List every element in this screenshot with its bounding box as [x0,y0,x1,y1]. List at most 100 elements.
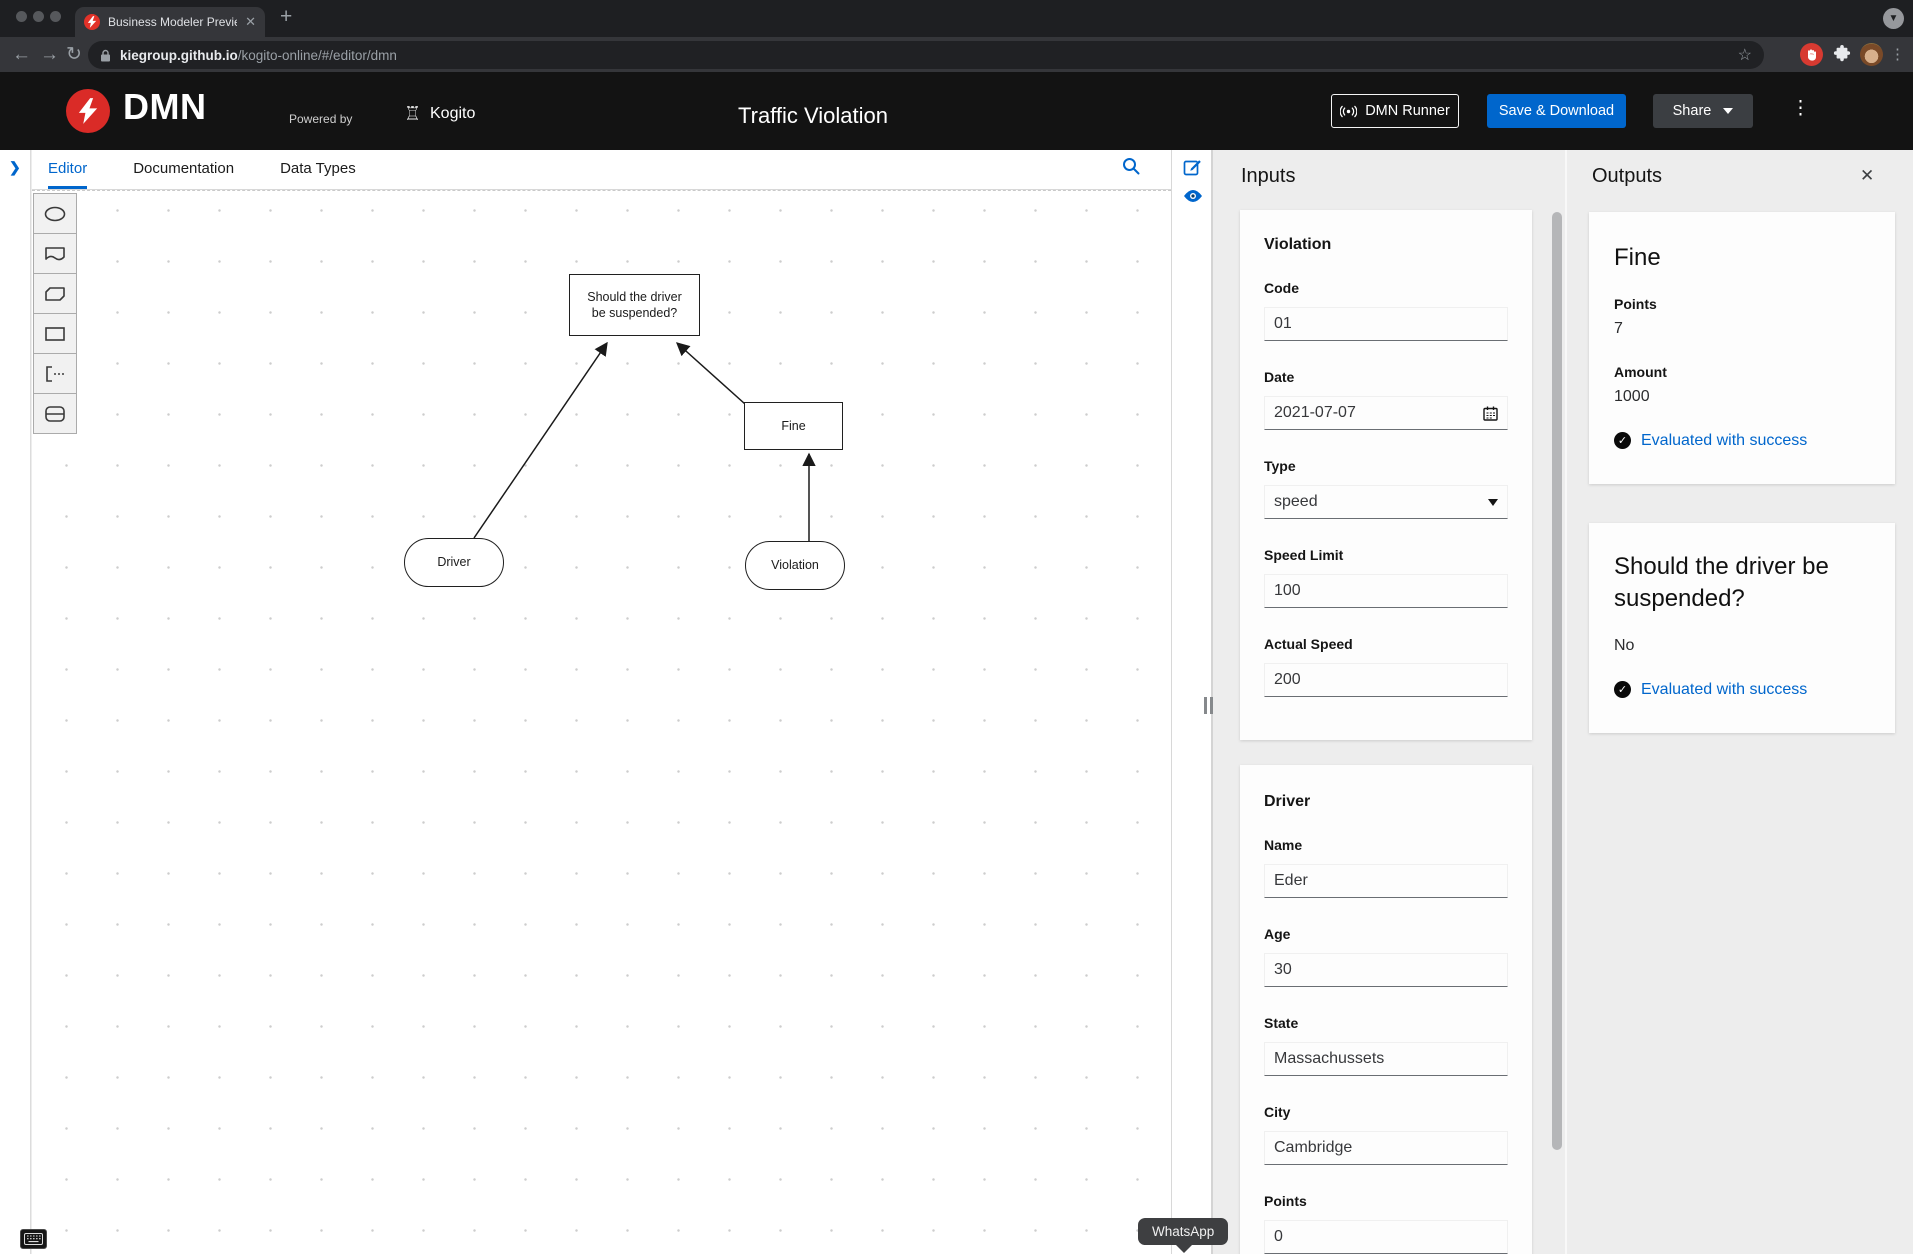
inputs-scrollbar-thumb[interactable] [1552,212,1562,1150]
inputs-panel-title: Inputs [1241,165,1296,187]
edge-fine-to-decision[interactable] [675,342,746,405]
reload-button[interactable]: ↻ [66,44,82,65]
node-decision-should-driver-be-suspended[interactable]: Should the driver be suspended? [569,274,700,336]
field-date: Date 2021-07-07 [1264,369,1508,430]
save-and-download-button[interactable]: Save & Download [1487,94,1626,128]
back-button[interactable]: ← [12,44,31,65]
browser-tab[interactable]: Business Modeler Preview ✕ [75,7,265,37]
url-path: /kogito-online/#/editor/dmn [237,47,397,63]
palette-text-annotation-node-icon[interactable] [33,353,77,394]
field-label: Points [1264,1193,1307,1209]
field-points: Points 0 [1264,1193,1508,1254]
expand-panel-chevron-icon[interactable]: ❯ [9,159,21,175]
field-speed-limit: Speed Limit 100 [1264,547,1508,608]
field-state: State Massachussets [1264,1015,1508,1076]
kogito-logo-icon: ♖ [404,104,422,125]
palette-decision-service-node-icon[interactable] [33,393,77,434]
tab-editor[interactable]: Editor [48,150,88,189]
edit-pencil-square-icon[interactable] [1183,158,1202,177]
save-label: Save & Download [1498,103,1615,119]
state-input[interactable]: Massachussets [1264,1042,1508,1076]
field-value: 200 [1274,671,1301,688]
traffic-light-zoom[interactable] [50,11,61,22]
evaluation-status-link[interactable]: Evaluated with success [1641,680,1808,698]
field-value: 30 [1274,961,1292,978]
share-label: Share [1672,103,1712,119]
tab-data-types[interactable]: Data Types [280,160,356,177]
broadcast-icon [1340,105,1358,117]
name-input[interactable]: Eder [1264,864,1508,898]
dmn-runner-button[interactable]: DMN Runner [1331,94,1459,128]
browser-menu-icon[interactable]: ⋮ [1890,46,1905,63]
palette-knowledge-source-node-icon[interactable] [33,233,77,274]
field-name: Name Eder [1264,837,1508,898]
diagram-canvas[interactable]: Should the driver be suspended? Fine Dri… [32,190,1171,1254]
check-circle-icon: ✓ [1614,432,1631,450]
kogito-label: Kogito [430,105,476,122]
calendar-icon[interactable] [1483,406,1498,421]
field-label: Name [1264,837,1303,853]
type-select[interactable]: speed [1264,485,1508,519]
traffic-light-minimize[interactable] [33,11,44,22]
new-tab-button[interactable]: + [280,5,293,28]
field-type: Type speed [1264,458,1508,519]
tab-documentation[interactable]: Documentation [133,160,235,177]
shape-palette [33,193,77,434]
address-bar[interactable]: kiegroup.github.io/kogito-online/#/edito… [88,41,1764,69]
code-input[interactable]: 01 [1264,307,1508,341]
url-host: kiegroup.github.io [120,47,238,63]
field-label: Type [1264,458,1296,474]
extensions-puzzle-icon[interactable] [1833,45,1851,63]
selected-option: speed [1274,493,1318,510]
page-title: Traffic Violation [738,103,889,128]
browser-profile-avatar[interactable] [1860,43,1883,66]
city-input[interactable]: Cambridge [1264,1131,1508,1165]
field-label: City [1264,1104,1291,1120]
date-input[interactable]: 2021-07-07 [1264,396,1508,430]
url-text: kiegroup.github.io/kogito-online/#/edito… [120,48,397,63]
inputs-panel: Inputs Violation Code 01 Date 2021-07-07… [1213,150,1565,1254]
field-age: Age 30 [1264,926,1508,987]
field-label: Age [1264,926,1291,942]
adblock-extension-icon[interactable] [1800,43,1823,66]
eye-icon[interactable] [1183,189,1203,203]
field-value: 100 [1274,582,1301,599]
evaluation-status: ✓ Evaluated with success [1614,681,1870,699]
output-heading: Fine [1614,244,1661,271]
tab-close-icon[interactable]: ✕ [245,14,256,29]
output-value: 7 [1614,319,1623,337]
browser-tabstrip: Business Modeler Preview ✕ + ▼ [0,0,1913,37]
lock-icon [101,49,110,61]
field-value: Cambridge [1274,1139,1353,1156]
search-icon[interactable] [1122,157,1140,175]
app-masthead: DMN Powered by ♖ Kogito Traffic Violatio… [0,72,1913,150]
evaluation-status-link[interactable]: Evaluated with success [1641,431,1808,449]
left-collapse-strip: ❯ [0,150,31,1254]
field-label: Date [1264,369,1295,385]
speed-limit-input[interactable]: 100 [1264,574,1508,608]
points-input[interactable]: 0 [1264,1220,1508,1254]
inputs-scrollbar[interactable] [1552,208,1562,1248]
node-input-driver[interactable]: Driver [404,538,504,587]
close-icon[interactable]: ✕ [1860,166,1875,185]
bookmark-star-icon[interactable]: ☆ [1737,47,1752,64]
actual-speed-input[interactable]: 200 [1264,663,1508,697]
traffic-light-close[interactable] [16,11,27,22]
evaluation-status: ✓ Evaluated with success [1614,432,1870,450]
window-chevron-icon[interactable]: ▼ [1883,8,1904,29]
age-input[interactable]: 30 [1264,953,1508,987]
node-input-violation[interactable]: Violation [745,541,845,590]
output-value: No [1614,636,1635,654]
share-button[interactable]: Share [1653,94,1753,128]
field-code: Code 01 [1264,280,1508,341]
node-decision-fine[interactable]: Fine [744,402,843,450]
palette-business-knowledge-model-node-icon[interactable] [33,273,77,314]
editor-tabbar: Editor Documentation Data Types [32,150,1171,190]
keyboard-icon[interactable] [20,1229,47,1249]
outputs-card-suspended: Should the driver be suspended? No ✓ Eva… [1589,523,1895,733]
masthead-kebab-menu-icon[interactable]: ⋮ [1791,98,1810,119]
inputs-card-violation: Violation Code 01 Date 2021-07-07 Type s… [1240,210,1532,740]
forward-button[interactable]: → [40,44,59,65]
edge-driver-to-decision[interactable] [473,341,608,539]
splitter-grip-icon[interactable] [1204,697,1213,714]
